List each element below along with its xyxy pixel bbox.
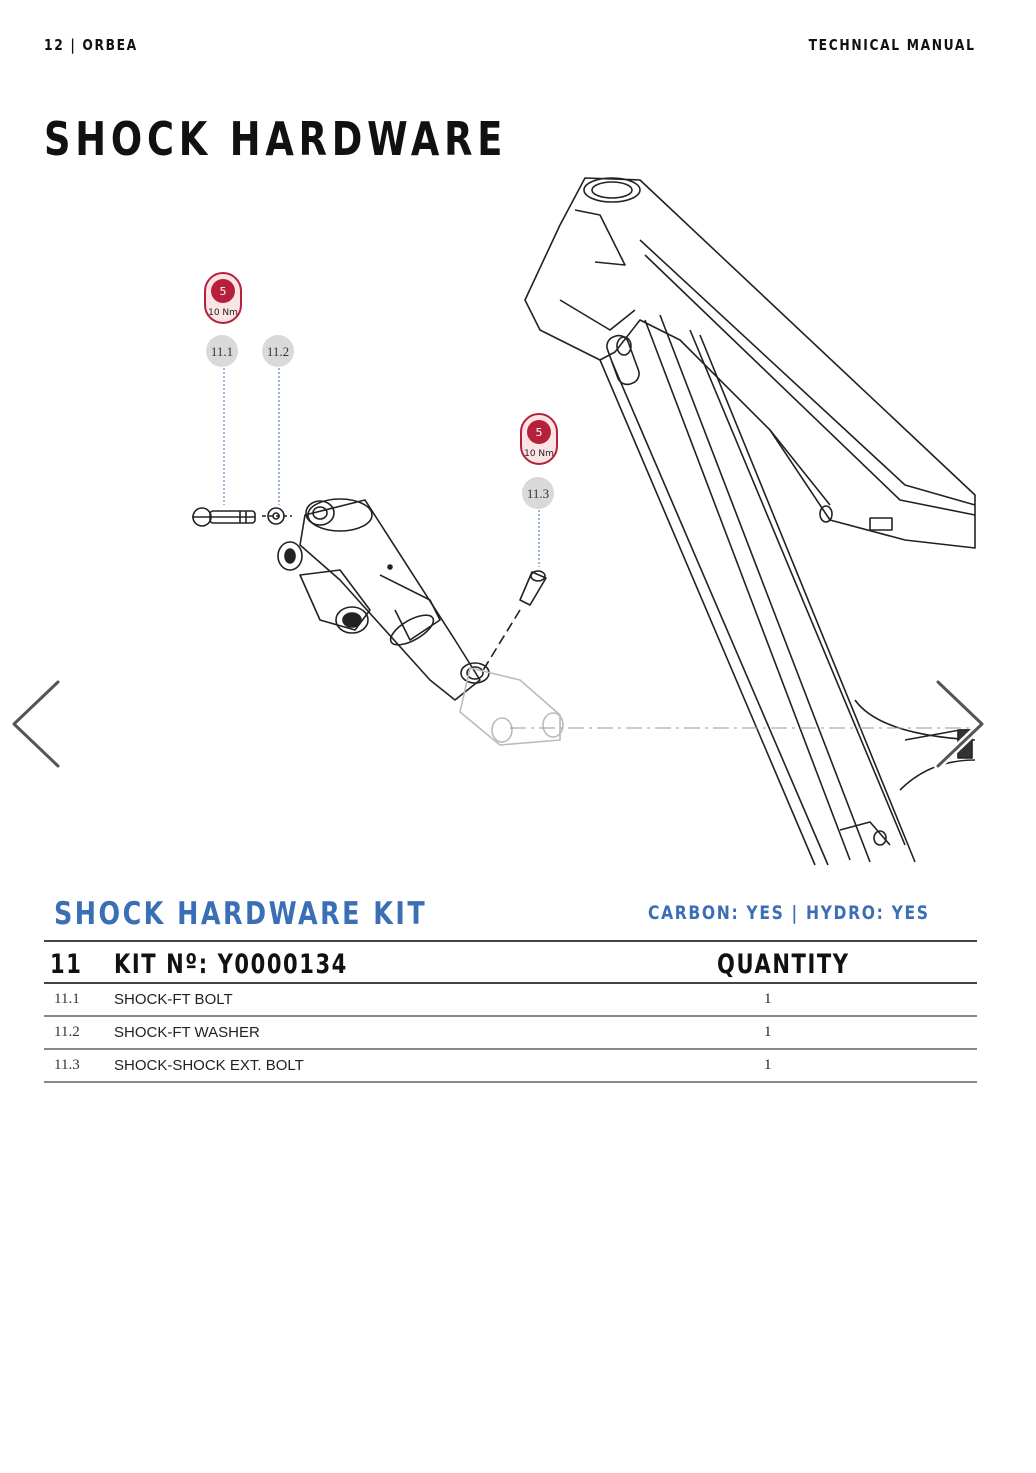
previous-page-button[interactable] (6, 676, 66, 772)
shock-hardware-diagram: 5 10 Nm 5 10 Nm 11.1 11.2 11.3 (192, 177, 976, 866)
torque-badge-value: 10 Nm (524, 449, 554, 459)
torque-badge: 5 10 Nm (204, 272, 242, 324)
part-callout-label: 11.3 (527, 486, 549, 501)
shock-absorber-drawing (277, 498, 490, 701)
table-row: 11.2 SHOCK-FT WASHER 1 (44, 1017, 977, 1050)
table-row: 11.3 SHOCK-SHOCK EXT. BOLT 1 (44, 1050, 977, 1083)
page-header-left: 12 | ORBEA (44, 36, 138, 54)
page-title: SHOCK HARDWARE (44, 112, 508, 166)
part-callout: 11.2 (262, 335, 294, 367)
parts-table-header: 11 KIT Nº: Y0000134 QUANTITY (44, 940, 977, 984)
frame-drawing (524, 177, 976, 866)
part-callout-label: 11.1 (211, 344, 233, 359)
part-quantity: 1 (764, 1057, 772, 1073)
table-row: 11.1 SHOCK-FT BOLT 1 (44, 984, 977, 1017)
torque-badge-tool: 5 (536, 426, 543, 439)
part-callout-label: 11.2 (267, 344, 289, 359)
chevron-right-icon (934, 678, 986, 770)
part-description: SHOCK-SHOCK EXT. BOLT (114, 1057, 304, 1074)
part-description: SHOCK-FT BOLT (114, 991, 233, 1008)
next-page-button[interactable] (930, 676, 990, 772)
torque-badge-value: 10 Nm (208, 308, 238, 318)
page-header-right: TECHNICAL MANUAL (809, 36, 976, 54)
torque-badge-tool: 5 (220, 285, 227, 298)
shock-ext-bolt-drawing (481, 570, 547, 673)
rocker-linkage-drawing (459, 667, 564, 746)
kit-number: KIT Nº: Y0000134 (114, 949, 348, 980)
kit-group-number: 11 (50, 949, 83, 980)
chevron-left-icon (10, 678, 62, 770)
parts-table: 11 KIT Nº: Y0000134 QUANTITY 11.1 SHOCK-… (44, 940, 977, 1083)
part-quantity: 1 (764, 1024, 772, 1040)
kit-title: SHOCK HARDWARE KIT (54, 896, 428, 932)
part-ref: 11.1 (54, 991, 80, 1007)
part-ref: 11.3 (54, 1057, 80, 1073)
part-description: SHOCK-FT WASHER (114, 1024, 260, 1041)
part-quantity: 1 (764, 991, 772, 1007)
part-callout: 11.1 (206, 335, 238, 367)
kit-material-flags: CARBON: YES | HYDRO: YES (648, 902, 930, 924)
part-callout: 11.3 (522, 477, 554, 509)
shock-ft-washer-drawing (262, 507, 292, 525)
quantity-header: QUANTITY (717, 949, 850, 980)
shock-ft-bolt-drawing (192, 507, 256, 527)
part-ref: 11.2 (54, 1024, 80, 1040)
leader-lines (223, 368, 540, 567)
torque-badge: 5 10 Nm (520, 413, 558, 465)
